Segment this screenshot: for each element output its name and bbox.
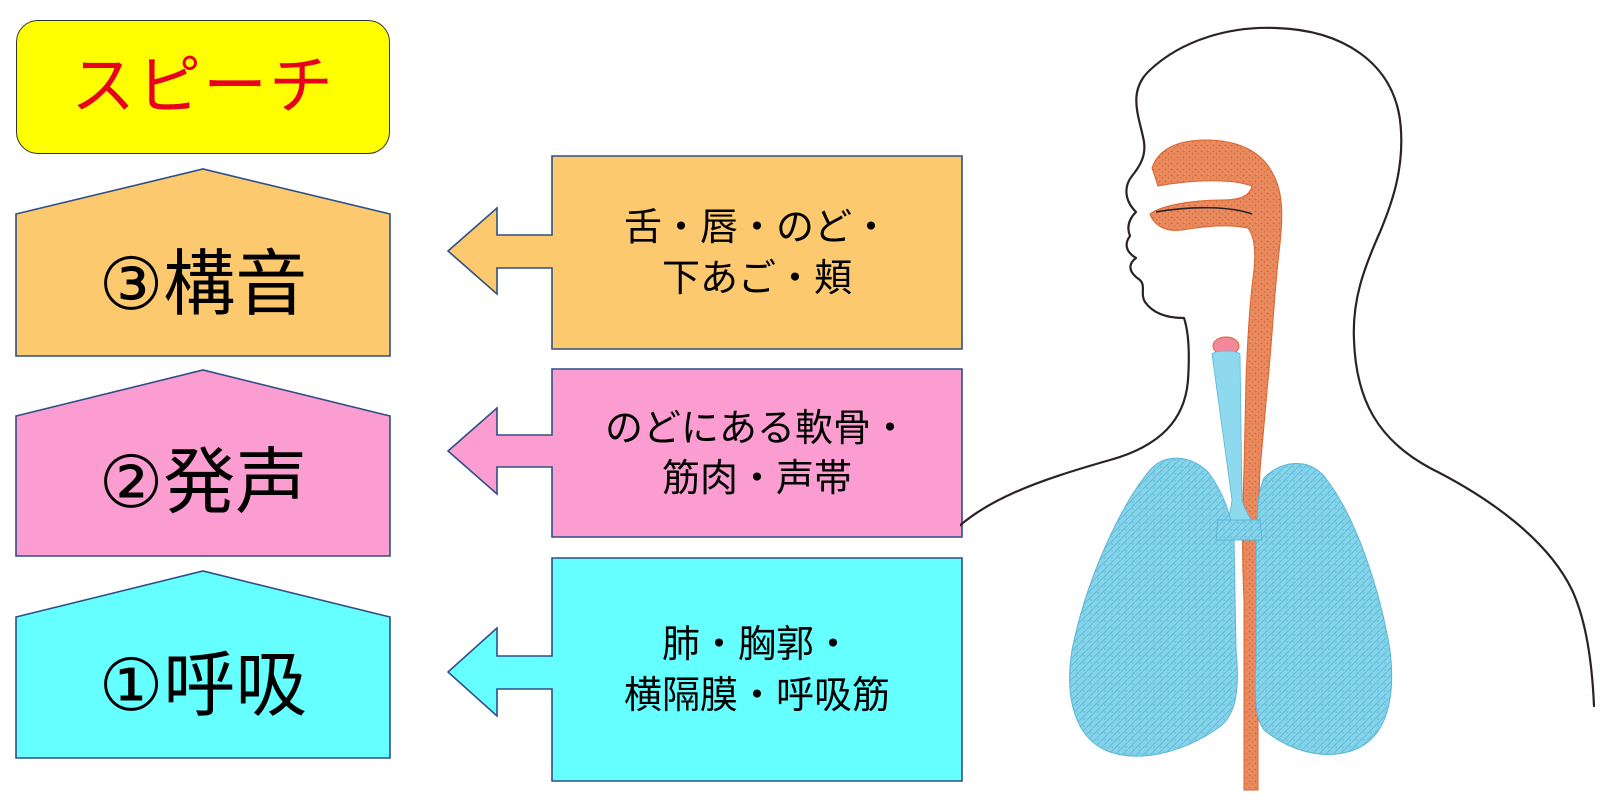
speech-title-box: スピーチ: [16, 20, 390, 154]
phonation-organs-line-1: のどにある軟骨・: [604, 405, 909, 450]
respiration-organs-line-1: 肺・胸郭・: [661, 622, 852, 667]
nasal-and-oral-cavity: [1149, 139, 1283, 791]
phonation-stage-label: ②発声: [98, 440, 308, 524]
respiration-stage-label: ①呼吸: [98, 643, 308, 727]
respiration-stage-shape: [15, 570, 391, 759]
articulation-organs-line-1: 舌・唇・のど・: [623, 205, 890, 250]
articulation-organs-callout: [446, 155, 963, 350]
articulation-stage-label: ③構音: [98, 242, 308, 326]
articulation-organs-text: 舌・唇・のど・ 下あご・頬: [552, 156, 962, 349]
palate-line: [1155, 206, 1253, 215]
head-and-torso-outline: [960, 26, 1596, 708]
left-lung: [1254, 463, 1393, 755]
phonation-organs-line-2: 筋肉・声帯: [661, 456, 852, 500]
right-lung: [1069, 457, 1238, 757]
respiration-organs-text: 肺・胸郭・ 横隔膜・呼吸筋: [552, 558, 962, 781]
respiration-organs-callout: [446, 557, 963, 782]
articulation-organs-line-2: 下あご・頬: [661, 255, 852, 300]
phonation-organs-callout: [446, 368, 963, 538]
phonation-organs-text: のどにある軟骨・ 筋肉・声帯: [552, 369, 962, 537]
phonation-stage-shape: [15, 369, 391, 557]
bronchi: [1215, 519, 1263, 541]
speech-title: スピーチ: [71, 50, 335, 124]
speech-organs-illustration: [960, 26, 1596, 791]
articulation-stage-shape: [15, 168, 391, 357]
respiration-organs-line-2: 横隔膜・呼吸筋: [623, 672, 890, 717]
